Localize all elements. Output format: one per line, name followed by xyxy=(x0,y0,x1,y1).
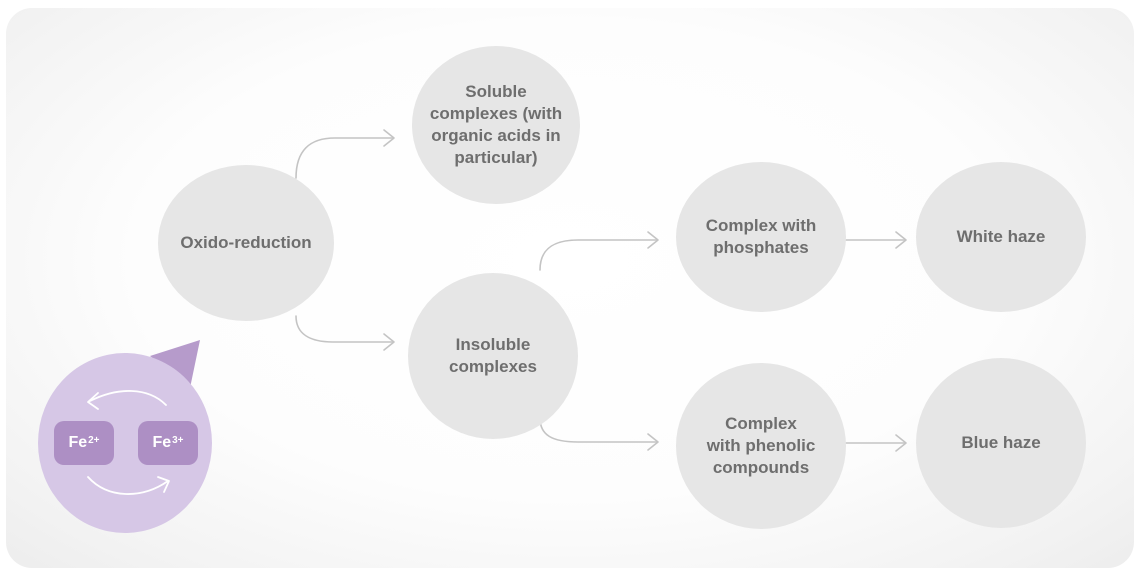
arrowhead-insoluble-to-phenolic xyxy=(647,433,659,451)
node-white-haze-label: White haze xyxy=(956,227,1046,246)
fe3-charge: 3+ xyxy=(172,434,184,446)
arrow-oxido-to-soluble xyxy=(295,137,393,179)
node-blue-haze: Blue haze xyxy=(916,358,1086,528)
node-white-haze: White haze xyxy=(916,162,1086,312)
node-insoluble-complexes: Insoluble complexes xyxy=(408,273,578,439)
node-complex-phosphates-label: Complex with phosphates xyxy=(705,216,817,257)
node-insoluble-complexes-label: Insoluble complexes xyxy=(449,335,537,376)
node-complex-phenolic: Complex with phenolic compounds xyxy=(676,363,846,529)
node-oxido-reduction-label: Oxido-reduction xyxy=(180,233,312,252)
iron-pointer xyxy=(150,340,200,388)
fe2-charge: 2+ xyxy=(88,434,100,446)
node-soluble-complexes: Soluble complexes (with organic acids in… xyxy=(412,46,580,204)
arrow-insoluble-to-phenolic xyxy=(539,417,657,443)
fe3-symbol: Fe xyxy=(152,434,172,451)
arrowhead-phenolic-to-blue xyxy=(895,434,907,452)
arrowhead-oxido-to-soluble xyxy=(383,129,395,147)
arrowhead-insoluble-to-phosphates xyxy=(647,231,659,249)
arrow-oxido-to-insoluble xyxy=(295,315,393,343)
arrowhead-oxido-to-insoluble xyxy=(383,333,395,351)
node-complex-phosphates: Complex with phosphates xyxy=(676,162,846,312)
arrow-insoluble-to-phosphates xyxy=(539,239,657,271)
node-soluble-complexes-label: Soluble complexes (with organic acids in… xyxy=(429,82,563,167)
fe2-symbol: Fe xyxy=(68,434,88,451)
node-blue-haze-label: Blue haze xyxy=(961,433,1041,452)
node-oxido-reduction: Oxido-reduction xyxy=(158,165,334,321)
arrowhead-phosphates-to-white xyxy=(895,231,907,249)
cycle-arrows-icon xyxy=(87,390,170,495)
node-complex-phenolic-label: Complex with phenolic compounds xyxy=(706,414,816,477)
